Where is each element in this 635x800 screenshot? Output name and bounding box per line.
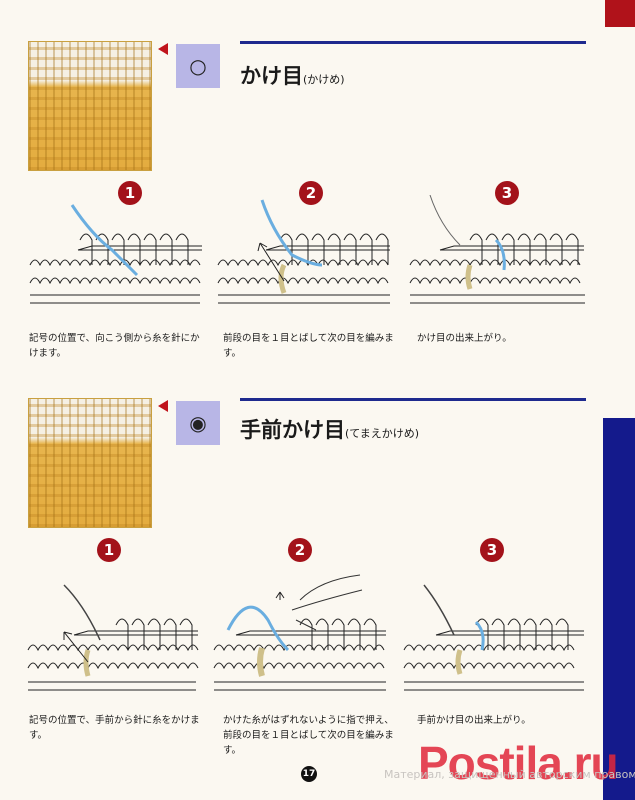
step-badge: 3 xyxy=(480,538,504,562)
diagram-2-2 xyxy=(213,574,386,691)
diagram-1-3 xyxy=(409,195,585,304)
title-reading: (てまえかけめ) xyxy=(345,427,420,440)
title-rule xyxy=(240,41,586,44)
step-badge: 3 xyxy=(495,181,519,205)
diagram-1-1 xyxy=(29,204,202,304)
step-caption: 記号の位置で、向こう側から糸を針にかけます。 xyxy=(29,333,200,359)
knitting-photo-2 xyxy=(28,398,152,528)
step-badge: 2 xyxy=(299,181,323,205)
diagram-2-3 xyxy=(403,584,584,691)
title-reading: (かけめ) xyxy=(303,73,345,86)
knitting-diagrams-row-1 xyxy=(29,195,585,304)
knitting-photo-1 xyxy=(28,41,152,171)
stitch-symbol-box: ◉ xyxy=(176,401,220,445)
diagram-2-1 xyxy=(27,584,199,691)
pointer-arrow-icon xyxy=(158,43,168,55)
symbol-glyph: ◉ xyxy=(189,411,207,435)
diagram-1-2 xyxy=(217,199,390,304)
pointer-arrow-icon xyxy=(158,400,168,412)
title-text: かけ目 xyxy=(240,64,303,88)
side-tab-blue xyxy=(603,418,635,800)
step-caption: かけた糸がはずれないように指で押え、前段の目を１目とばして次の目を編みます。 xyxy=(223,715,394,756)
step-caption: 記号の位置で、手前から針に糸をかけます。 xyxy=(29,715,200,741)
step-badge: 1 xyxy=(118,181,142,205)
corner-tab-red xyxy=(605,0,635,27)
knitting-diagrams-row-2 xyxy=(27,574,584,691)
section-title: 手前かけ目(てまえかけめ) xyxy=(240,414,419,444)
page-number: 17 xyxy=(301,766,317,782)
section-title: かけ目(かけめ) xyxy=(240,60,345,90)
step-caption: かけ目の出来上がり。 xyxy=(417,333,512,344)
step-badge: 2 xyxy=(288,538,312,562)
stitch-symbol-box: ○ xyxy=(176,44,220,88)
step-caption: 手前かけ目の出来上がり。 xyxy=(417,715,531,726)
step-badge: 1 xyxy=(97,538,121,562)
site-logo: Postila.ru xyxy=(418,737,619,789)
title-rule xyxy=(240,398,586,401)
symbol-glyph: ○ xyxy=(189,54,207,78)
step-caption: 前段の目を１目とばして次の目を編みます。 xyxy=(223,333,394,359)
copyright-watermark: Материал, защищенный авторским правом xyxy=(384,768,635,781)
title-text: 手前かけ目 xyxy=(240,418,345,442)
